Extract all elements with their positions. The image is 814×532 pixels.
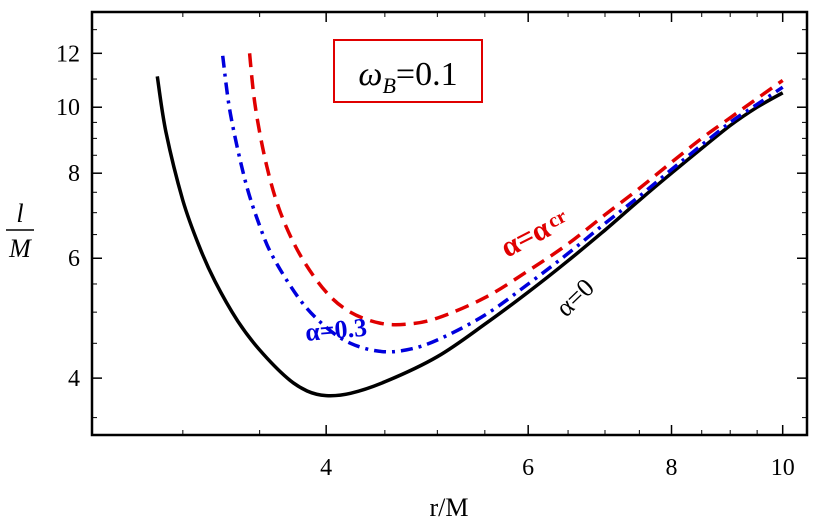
- y-tick-label: 4: [68, 366, 80, 392]
- x-tick-label: 6: [522, 455, 534, 481]
- x-axis-label: r/M: [430, 493, 469, 522]
- y-axis-label-numerator: l: [16, 199, 23, 228]
- x-tick-labels: 4 6 8 10: [320, 455, 795, 481]
- series-line-0: [155, 76, 784, 398]
- curves: [155, 53, 784, 398]
- curve-label-alpha-cr: α=αcr: [495, 202, 574, 264]
- y-tick-label: 6: [68, 246, 80, 272]
- y-tick-label: 8: [68, 161, 80, 187]
- x-tick-label: 8: [666, 455, 678, 481]
- y-axis-label: l M: [6, 199, 34, 263]
- y-tick-label: 10: [56, 95, 80, 121]
- annotation-value: =0.1: [396, 56, 458, 93]
- svg-text:ωB=0.1: ωB=0.1: [358, 56, 457, 98]
- x-tick-label: 10: [771, 455, 795, 481]
- y-axis-label-denominator: M: [8, 234, 32, 263]
- series-line-1: [220, 55, 784, 354]
- annotation-box: ωB=0.1: [333, 39, 483, 103]
- axis-ticks: [92, 12, 807, 435]
- x-tick-label: 4: [320, 455, 332, 481]
- y-tick-labels: 4 6 8 10 12: [56, 41, 80, 392]
- curve-label-alpha-0: α=0: [550, 273, 600, 323]
- plot-frame: [90, 10, 809, 437]
- annotation-subscript: B: [382, 73, 395, 98]
- y-tick-label: 12: [56, 41, 80, 67]
- curve-label-alpha-0-3: α=0.3: [304, 313, 368, 347]
- annotation-omega: ω: [358, 56, 382, 93]
- series-line-2: [247, 53, 784, 327]
